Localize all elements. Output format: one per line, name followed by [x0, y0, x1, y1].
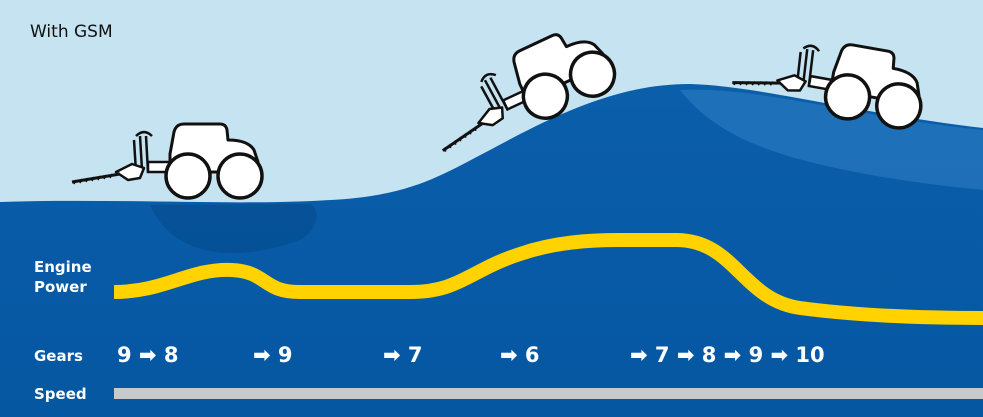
diagram-title: With GSM [30, 22, 113, 42]
gear-shift-1: 9 ➡ 8 [117, 342, 178, 368]
engine-power-label: Engine Power [34, 257, 92, 297]
gear-shift-3: ➡ 7 [383, 342, 423, 368]
gear-shift-4: ➡ 6 [500, 342, 540, 368]
gear-shift-5: ➡ 7 ➡ 8 ➡ 9 ➡ 10 [630, 342, 825, 368]
gears-label: Gears [34, 346, 83, 366]
speed-label: Speed [34, 384, 87, 404]
speed-bar [114, 388, 983, 399]
gear-shift-2: ➡ 9 [253, 342, 293, 368]
engine-power-label-line1: Engine [34, 257, 92, 277]
engine-power-label-line2: Power [34, 277, 92, 297]
